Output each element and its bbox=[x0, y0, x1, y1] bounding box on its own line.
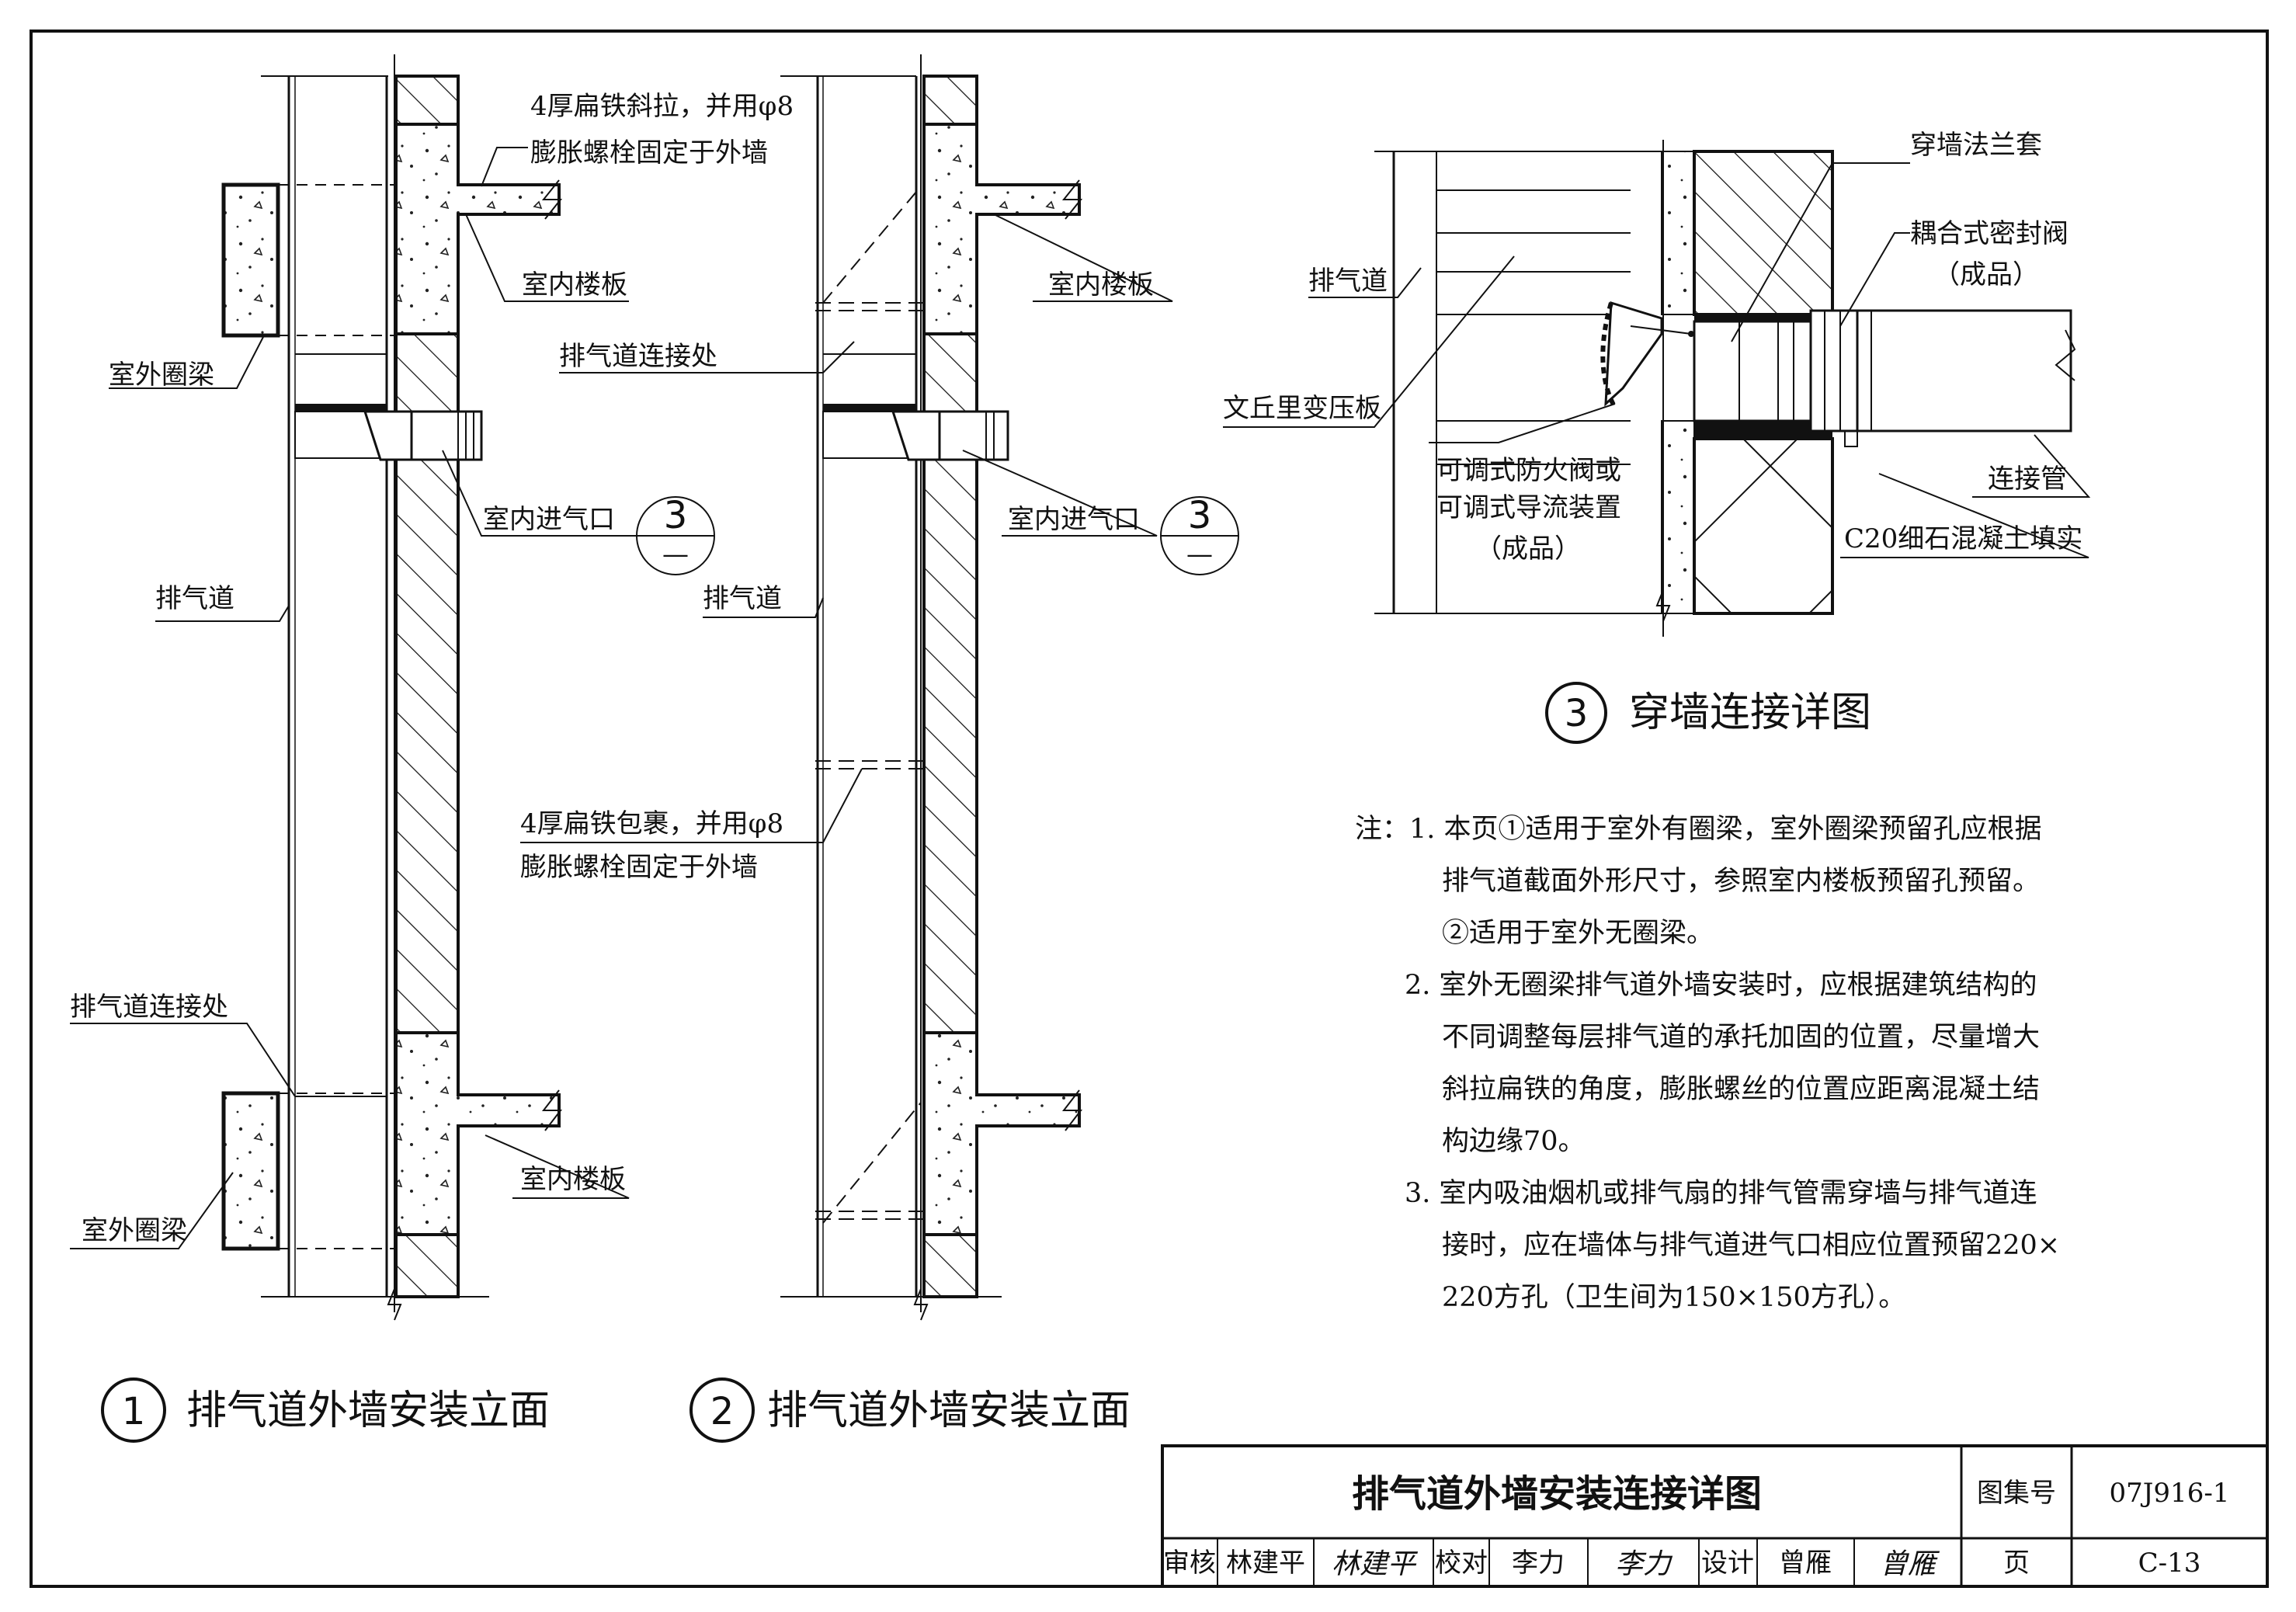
design-label: 设计 bbox=[1701, 1548, 1754, 1579]
note-1-line-3: ②适用于室外无圈梁。 bbox=[1442, 918, 1714, 949]
note-2-number: 2. bbox=[1405, 970, 1431, 1001]
fig3-label-shaft: 排气道 bbox=[1308, 266, 1388, 297]
check-label: 校对 bbox=[1435, 1548, 1488, 1579]
title-block bbox=[1161, 1444, 2269, 1588]
note-2-line-1: 室外无圈梁排气道外墙安装时，应根据建筑结构的 bbox=[1439, 970, 2037, 1001]
fig1-ref-top: 3 bbox=[664, 494, 688, 537]
sheet-border bbox=[30, 30, 2269, 1588]
designer-name: 曾雁 bbox=[1779, 1548, 1832, 1579]
fig3-label-flange: 穿墙法兰套 bbox=[1910, 130, 2042, 161]
notes-prefix: 注：1. bbox=[1355, 814, 1436, 845]
fig2-label-inlet: 室内进气口 bbox=[1008, 504, 1140, 535]
note-2-line-3: 斜拉扁铁的角度，膨胀螺丝的位置应距离混凝土结 bbox=[1442, 1074, 2041, 1105]
notes-block: 注：1. 本页①适用于室外有圈梁，室外圈梁预留孔应根据 排气道截面外形尺寸，参照… bbox=[1355, 804, 2232, 1324]
fig3-label-seal-valve-note: （成品） bbox=[1933, 259, 2039, 290]
fig2-caption: 排气道外墙安装立面 bbox=[767, 1388, 1131, 1434]
checker-signature: 李力 bbox=[1615, 1548, 1673, 1580]
note-3-line-2: 接时，应在墙体与排气道进气口相应位置预留220× bbox=[1442, 1230, 2061, 1261]
fig2-leaders bbox=[520, 214, 1173, 843]
page-number: C-13 bbox=[2138, 1548, 2201, 1579]
fig2-label-joint: 排气道连接处 bbox=[559, 341, 717, 372]
fig2-wrap-line1: 4厚扁铁包裹，并用φ8 bbox=[520, 808, 783, 839]
fig3-label-seal-valve: 耦合式密封阀 bbox=[1910, 218, 2068, 249]
fig2-caption-no: 2 bbox=[710, 1390, 735, 1433]
floor-slab-top bbox=[394, 123, 561, 335]
review-label: 审核 bbox=[1163, 1548, 1216, 1579]
reviewer-signature: 林建平 bbox=[1332, 1548, 1419, 1580]
fig1-caption-bubble bbox=[101, 1377, 166, 1443]
fig3-label-concrete: C20细石混凝土填实 bbox=[1844, 523, 2082, 554]
fig3-caption-no: 3 bbox=[1565, 692, 1589, 735]
ring-beam-bottom bbox=[221, 1091, 280, 1251]
checker-name: 李力 bbox=[1512, 1548, 1565, 1579]
fig1-label-shaft: 排气道 bbox=[155, 583, 234, 614]
atlas-number: 07J916-1 bbox=[2110, 1478, 2230, 1509]
fig3-leaders bbox=[1223, 162, 2091, 558]
fig2-label-shaft: 排气道 bbox=[703, 583, 782, 614]
figure-3 bbox=[1374, 140, 2076, 637]
fig3-caption-bubble bbox=[1545, 682, 1607, 744]
fig2-ref-top: 3 bbox=[1188, 494, 1212, 537]
fig2-label-floor-top: 室内楼板 bbox=[1048, 269, 1154, 301]
fig1-label-joint: 排气道连接处 bbox=[70, 992, 228, 1023]
fig1-label-floor-top: 室内楼板 bbox=[522, 269, 627, 301]
fig1-ref-bottom: — bbox=[662, 539, 689, 570]
fig3-label-pipe: 连接管 bbox=[1988, 464, 2067, 495]
floor-slab-bottom-2 bbox=[922, 1031, 1081, 1236]
floor-slab-bottom bbox=[394, 1031, 561, 1236]
fig1-label-inlet: 室内进气口 bbox=[483, 504, 615, 535]
fig3-label-damper-2: 可调式导流装置 bbox=[1436, 492, 1621, 523]
connection-pipe bbox=[1856, 309, 2072, 433]
fig1-label-ring-beam-bottom: 室外圈梁 bbox=[82, 1215, 187, 1246]
fig1-label-ring-beam-top: 室外圈梁 bbox=[109, 360, 214, 391]
drawing-title: 排气道外墙安装连接详图 bbox=[1352, 1472, 1762, 1516]
note-3-line-1: 室内吸油烟机或排气扇的排气管需穿墙与排气道连 bbox=[1439, 1178, 2037, 1209]
fig1-bracket-line1: 4厚扁铁斜拉，并用φ8 bbox=[530, 91, 794, 122]
fig3-label-damper-1: 可调式防火阀或 bbox=[1436, 455, 1621, 486]
figure-1 bbox=[221, 54, 563, 1321]
note-2-line-2: 不同调整每层排气道的承托加固的位置，尽量增大 bbox=[1442, 1022, 2041, 1053]
floor-slab-top-2 bbox=[922, 123, 1081, 335]
inlet-fitting bbox=[363, 410, 413, 461]
fig3-label-damper-3: （成品） bbox=[1475, 533, 1581, 565]
page-label: 页 bbox=[2003, 1548, 2030, 1579]
note-3-line-3: 220方孔（卫生间为150×150方孔）。 bbox=[1442, 1282, 1906, 1313]
figure-2 bbox=[780, 54, 1083, 1321]
seal-valve bbox=[1809, 309, 1859, 433]
fig2-ref-bottom: — bbox=[1186, 539, 1213, 570]
designer-signature: 曾雁 bbox=[1880, 1548, 1940, 1580]
fig2-caption-bubble bbox=[689, 1377, 755, 1443]
fig3-label-venturi: 文丘里变压板 bbox=[1223, 393, 1381, 424]
note-2-line-4: 构边缘70。 bbox=[1442, 1126, 1586, 1157]
note-1-line-1: 本页①适用于室外有圈梁，室外圈梁预留孔应根据 bbox=[1443, 814, 2042, 845]
fig1-label-floor-bottom: 室内楼板 bbox=[520, 1164, 626, 1195]
fig1-bracket-line2: 膨胀螺栓固定于外墙 bbox=[530, 137, 768, 168]
note-1-line-2: 排气道截面外形尺寸，参照室内楼板预留孔预留。 bbox=[1442, 866, 2041, 897]
note-3-number: 3. bbox=[1405, 1178, 1431, 1209]
reviewer-name: 林建平 bbox=[1226, 1548, 1305, 1579]
fire-damper bbox=[1604, 301, 1663, 407]
ring-beam-top bbox=[221, 182, 280, 338]
fig3-caption: 穿墙连接详图 bbox=[1629, 690, 1871, 736]
fig1-leaders bbox=[70, 147, 676, 1249]
fig2-wrap-line2: 膨胀螺栓固定于外墙 bbox=[520, 852, 758, 883]
fig1-caption-no: 1 bbox=[122, 1390, 146, 1433]
wall-lower bbox=[1693, 437, 1834, 615]
wall-upper bbox=[1693, 150, 1834, 316]
fig1-caption: 排气道外墙安装立面 bbox=[186, 1388, 550, 1434]
atlas-label: 图集号 bbox=[1977, 1478, 2056, 1509]
